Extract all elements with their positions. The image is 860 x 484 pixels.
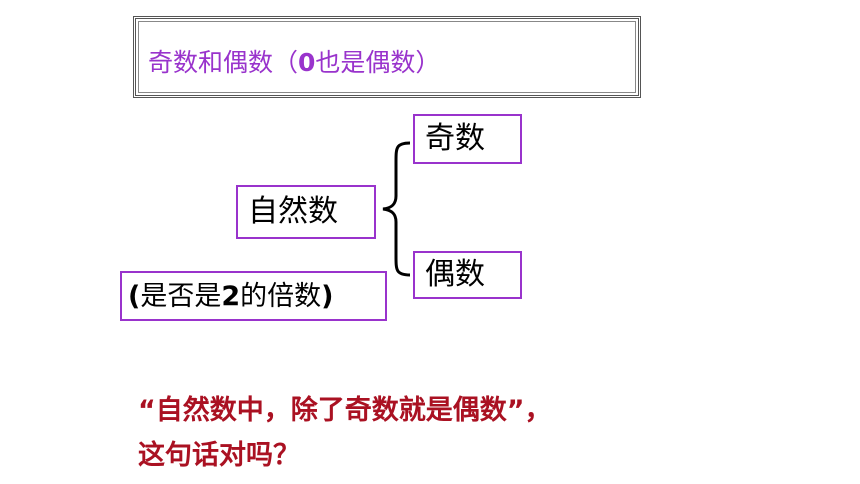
- title-zero: 0: [298, 48, 316, 77]
- title-box: 奇数和偶数（0也是偶数）: [133, 16, 641, 98]
- criterion-text1: 是否是: [140, 281, 222, 312]
- criterion-box: (是否是2的倍数): [120, 271, 387, 321]
- natural-numbers-box: 自然数: [236, 185, 376, 239]
- even-numbers-box: 偶数: [413, 251, 522, 299]
- question-line-2: 这句话对吗？: [138, 440, 300, 471]
- odd-numbers-label: 奇数: [425, 121, 485, 156]
- criterion-close: ): [321, 281, 334, 312]
- criterion-num: 2: [221, 281, 241, 312]
- title-text: 奇数和偶数（0也是偶数）: [148, 43, 440, 79]
- criterion-text2: 的倍数: [240, 281, 322, 312]
- natural-numbers-label: 自然数: [248, 194, 338, 229]
- curly-brace: [382, 141, 411, 277]
- title-prefix: 奇数和偶数（: [148, 48, 299, 77]
- question-text: “自然数中，除了奇数就是偶数”， 这句话对吗？: [138, 388, 552, 478]
- question-line-1: “自然数中，除了奇数就是偶数”，: [138, 395, 552, 426]
- title-suffix: 也是偶数）: [315, 48, 441, 77]
- odd-numbers-box: 奇数: [413, 114, 522, 164]
- criterion-open: (: [128, 281, 141, 312]
- even-numbers-label: 偶数: [425, 257, 485, 292]
